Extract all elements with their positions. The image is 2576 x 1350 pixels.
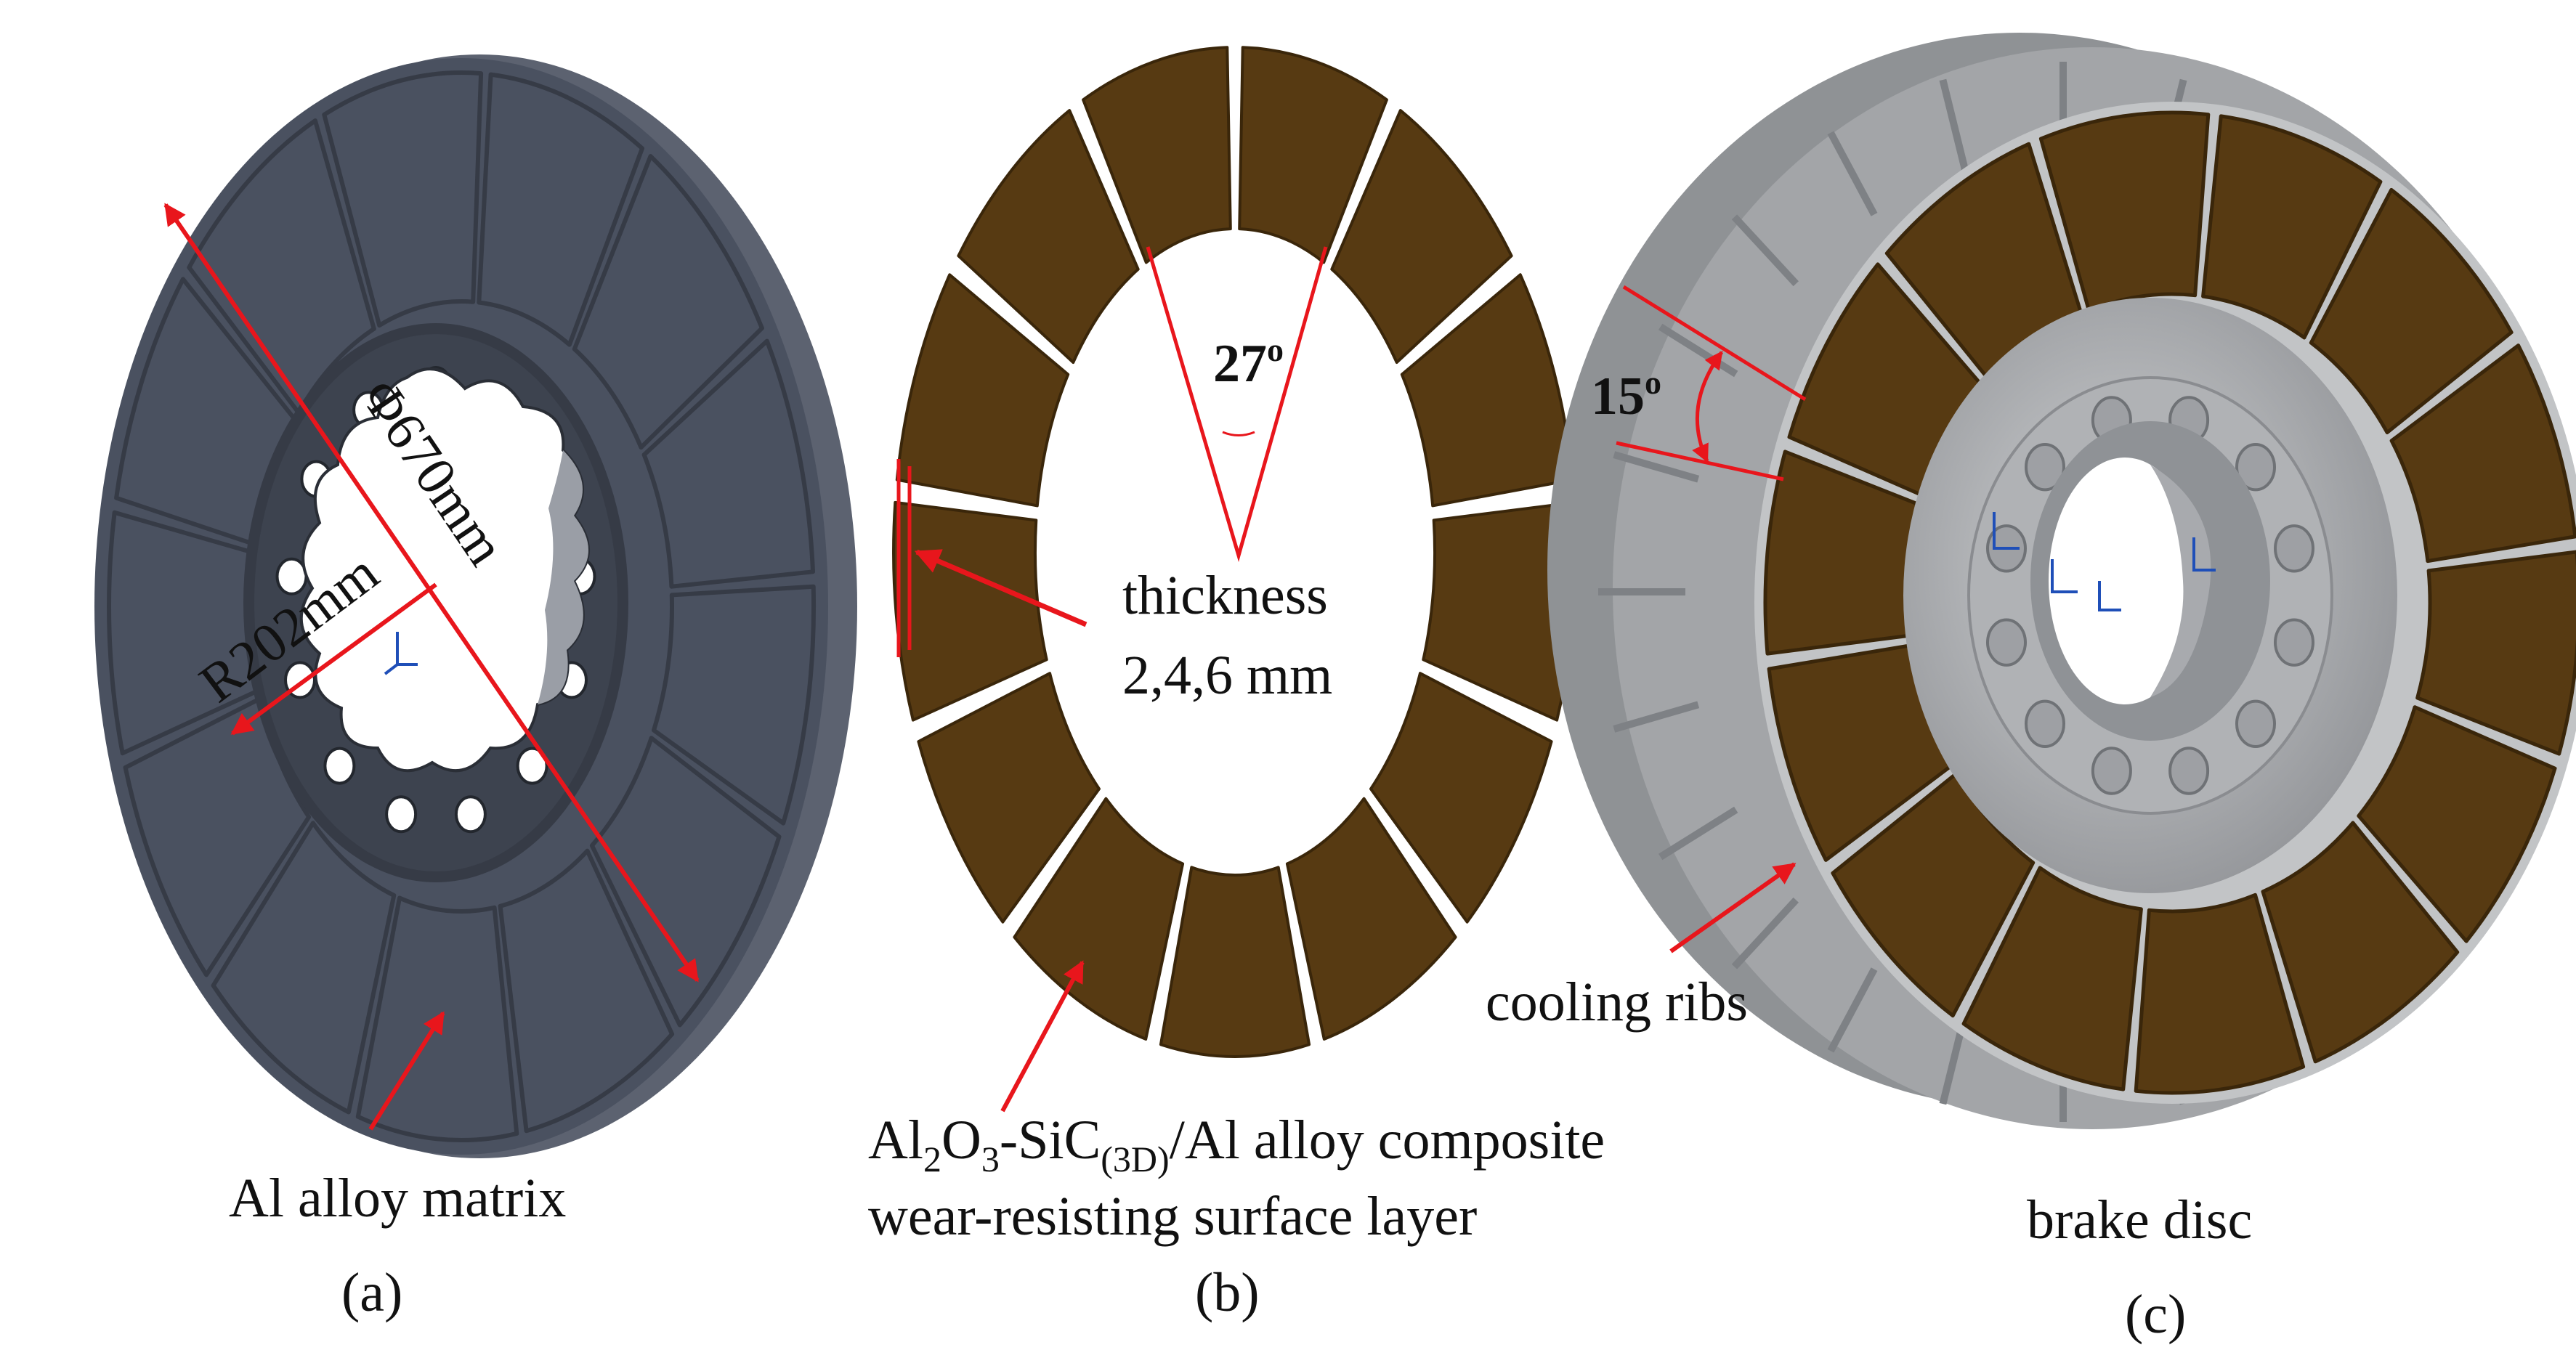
disc-bore-wall [2150, 465, 2211, 697]
angle-15-arc [1692, 350, 1724, 463]
disc-bore [2049, 458, 2201, 704]
angle-27-label: 27o [1213, 331, 1284, 394]
disc-tile [2357, 705, 2557, 943]
composite-label: Al2O3-SiC(3D)/Al alloy composite [868, 1110, 1605, 1179]
composite-tile [1369, 672, 1553, 924]
composite-tile [1330, 109, 1513, 364]
panel-a: Φ670mm R202mm Al alloy matrix (a) [94, 54, 857, 1323]
thickness-label: thickness [1122, 565, 1328, 626]
hub-bolt-icon [2025, 699, 2065, 748]
surface-layer-label: wear-resisting surface layer [868, 1186, 1477, 1247]
hub-bolt-icon [2235, 443, 2276, 492]
cooling-rib [1658, 806, 1738, 861]
cooling-rib [1939, 78, 1969, 172]
thickness-values-label: 2,4,6 mm [1122, 645, 1332, 706]
hub-bolt-group [1986, 396, 2314, 795]
hub-bolt-icon [2235, 699, 2276, 748]
bolt-hole [323, 747, 356, 785]
hub-bolt-icon [2274, 618, 2314, 667]
disc-tile [2261, 821, 2460, 1064]
hub-bolt-icon [1986, 618, 2027, 667]
cooling-rib [1731, 897, 1799, 969]
panel-b: 27o thickness 2,4,6 mm Al2O3-SiC(3D)/Al … [868, 46, 1605, 1323]
disc-tile [2309, 187, 2514, 435]
surface-layer-pointer-arrow [1000, 960, 1085, 1113]
thickness-pointer-arrow [914, 549, 1087, 627]
angle-27-lines [1146, 246, 1328, 563]
cooling-rib [1827, 967, 1878, 1053]
disc-tile [1961, 866, 2143, 1091]
cooling-rib [1827, 131, 1878, 216]
ribs-pointer-arrow [1669, 862, 1797, 953]
cooling-rib [1658, 323, 1738, 378]
ribs-label: cooling ribs [1486, 972, 1748, 1033]
composite-tile [1082, 46, 1232, 264]
axis-triad-icon [1993, 512, 2216, 611]
angle-27-arc [1222, 431, 1255, 436]
composite-tile [1285, 797, 1457, 1041]
bolt-hole [454, 795, 487, 834]
disc-tile [2415, 550, 2576, 756]
cooling-rib [1613, 451, 1700, 483]
hub-bolt-icon [2274, 524, 2314, 573]
disc-tile [1831, 770, 2036, 1018]
composite-tile-ring [892, 46, 1578, 1058]
disc-tile [2134, 892, 2306, 1095]
hub-bolt-icon [2168, 747, 2210, 795]
angle-15-upper-line [1622, 285, 1807, 402]
cooling-rib [1613, 701, 1700, 733]
hub-bolt-icon [2025, 443, 2065, 492]
disc-label: brake disc [2027, 1190, 2252, 1251]
composite-tile [1013, 797, 1185, 1041]
hub-bolt-icon [2091, 747, 2132, 795]
caption-a: (a) [341, 1262, 402, 1323]
angle-15-label: 15o [1591, 364, 1661, 426]
caption-b: (b) [1195, 1262, 1260, 1323]
caption-c: (c) [2125, 1284, 2186, 1345]
composite-tile [917, 672, 1101, 924]
disc-tile [2389, 343, 2576, 564]
composite-tile [1238, 46, 1388, 264]
disc-tile [2201, 114, 2383, 340]
panel-c: 15o cooling ribs brake disc (c) [1486, 33, 2576, 1345]
bolt-hole [385, 795, 418, 834]
composite-tile [895, 273, 1070, 508]
matrix-pointer-arrow [368, 1011, 445, 1131]
radius-dimension-line [230, 582, 437, 736]
composite-tile [1159, 866, 1311, 1058]
matrix-label: Al alloy matrix [229, 1168, 566, 1229]
composite-tile [957, 109, 1140, 364]
cooling-rib [1731, 214, 1799, 287]
diameter-dimension-line [163, 203, 700, 983]
